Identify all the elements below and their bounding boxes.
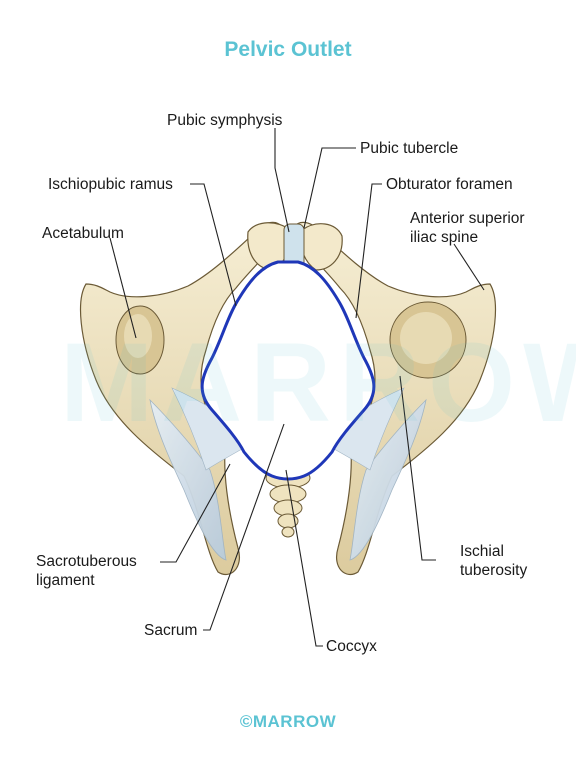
label-sacrum: Sacrum — [144, 622, 198, 639]
label-ischiopubic-ramus: Ischiopubic ramus — [48, 176, 173, 193]
diagram-title: Pelvic Outlet — [224, 38, 352, 61]
marrow-logo: ©MARROW — [239, 712, 337, 731]
ischial-line-2: tuberosity — [460, 562, 528, 579]
sacrotuberous-line-1: Sacrotuberous — [36, 553, 137, 570]
asis-line-2: iliac spine — [410, 229, 479, 246]
label-coccyx: Coccyx — [326, 638, 377, 655]
ischial-line-1: Ischial — [460, 543, 504, 560]
label-sacrotuberous-ligament: Sacrotuberous ligament — [36, 552, 137, 590]
watermark: MARROW — [60, 320, 576, 445]
label-anterior-superior-iliac-spine: Anterior superior iliac spine — [410, 209, 525, 247]
pelvic-outlet-outline — [200, 260, 376, 481]
label-acetabulum: Acetabulum — [42, 225, 124, 242]
label-obturator-foramen: Obturator foramen — [386, 176, 513, 193]
left-sacrotuberous-ligament — [149, 398, 227, 561]
asis-line-1: Anterior superior — [410, 210, 525, 227]
label-pubic-symphysis: Pubic symphysis — [167, 112, 283, 129]
leader-lines — [109, 128, 485, 647]
label-pubic-tubercle: Pubic tubercle — [360, 140, 459, 157]
sacrotuberous-line-2: ligament — [36, 572, 95, 589]
right-sacrotuberous-ligament — [349, 398, 427, 561]
label-ischial-tuberosity: Ischial tuberosity — [460, 542, 527, 580]
